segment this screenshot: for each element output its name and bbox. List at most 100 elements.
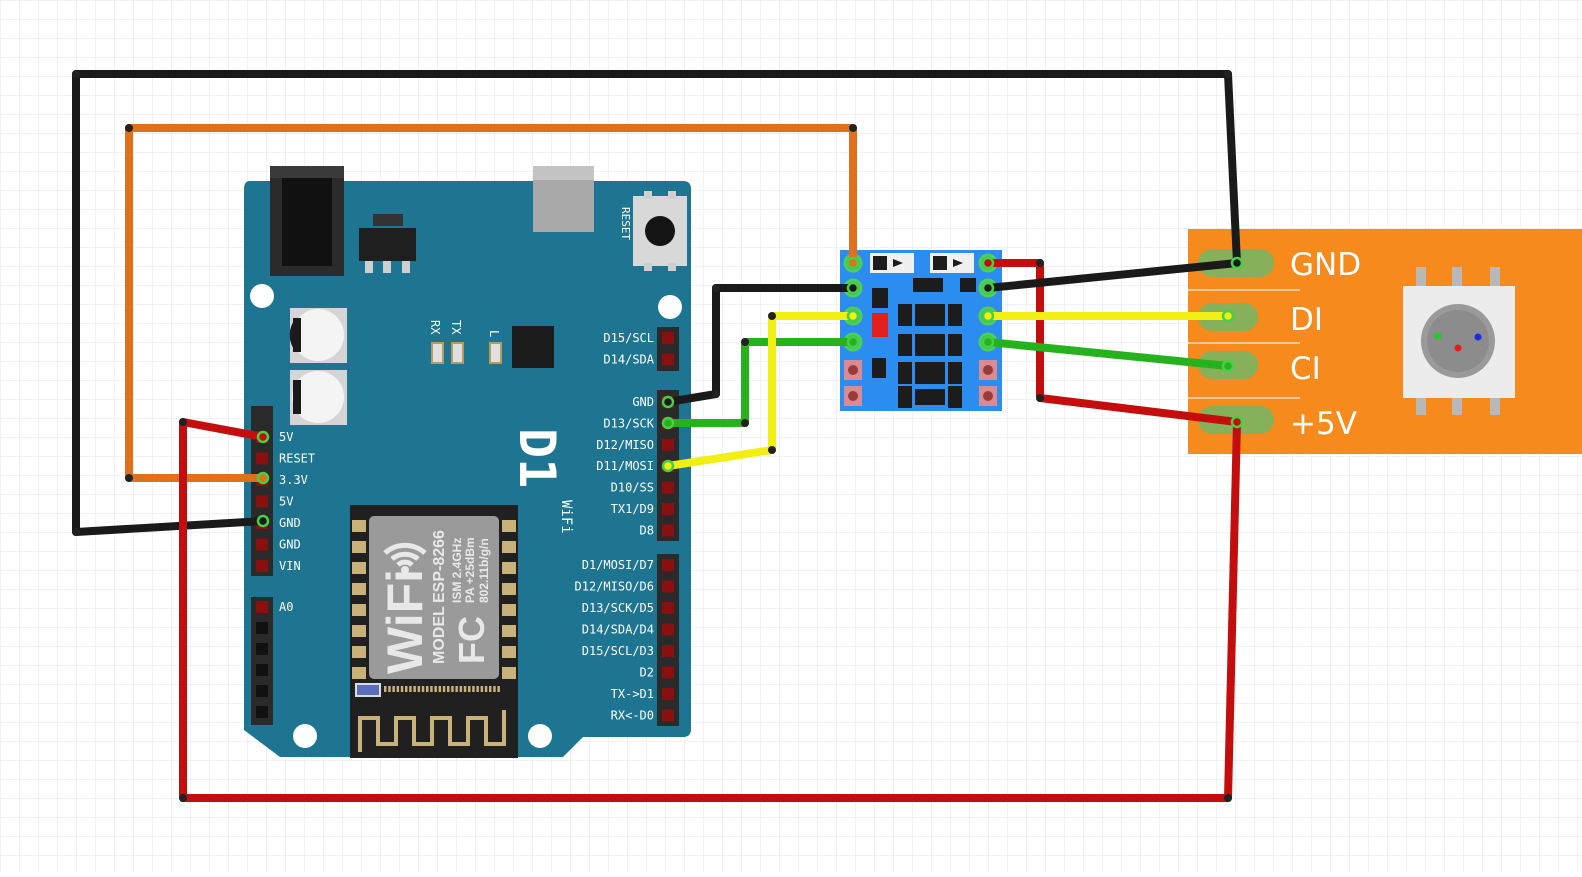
pin-a0[interactable] <box>256 601 268 613</box>
connection-point[interactable] <box>846 256 860 270</box>
pin-d14-sda-d4[interactable] <box>662 623 674 636</box>
wire-bend-point[interactable] <box>125 124 133 132</box>
wire-bend-point[interactable] <box>1224 70 1232 78</box>
connection-point[interactable] <box>1221 359 1235 373</box>
smd-component <box>872 288 888 308</box>
connection-point[interactable] <box>981 335 995 349</box>
module-pad <box>476 686 479 692</box>
status-leds <box>431 342 502 364</box>
module-pad <box>438 686 442 692</box>
wire-bend-point[interactable] <box>741 338 749 346</box>
wire-bend-point[interactable] <box>179 794 187 802</box>
wire-bend-point[interactable] <box>1036 394 1044 402</box>
connection-point[interactable] <box>661 395 675 409</box>
pin-label-3-3v: 3.3V <box>279 473 308 487</box>
module-led <box>355 683 381 697</box>
connection-point[interactable] <box>981 309 995 323</box>
connection-point[interactable] <box>846 309 860 323</box>
module-pad <box>502 562 516 574</box>
connection-point[interactable] <box>661 416 675 430</box>
pin-label-5v: 5V <box>279 495 293 509</box>
wire-green-sck[interactable] <box>664 338 857 427</box>
smd-component <box>915 304 945 326</box>
pin-vin-left[interactable] <box>256 560 268 572</box>
pin-analog-slot[interactable] <box>256 685 268 697</box>
module-pad <box>493 686 496 692</box>
connection-point[interactable] <box>256 471 270 485</box>
pin-d14-sda[interactable] <box>662 353 674 366</box>
connection-point[interactable] <box>846 281 860 295</box>
pin-d2[interactable] <box>662 666 674 679</box>
smd-component <box>948 304 962 326</box>
wire-bend-point[interactable] <box>179 418 187 426</box>
wire-black-shifter-gnd[interactable] <box>664 284 857 406</box>
module-pad <box>400 686 404 692</box>
module-pad <box>472 686 475 692</box>
connection-point[interactable] <box>1221 309 1235 323</box>
smd-component <box>872 358 886 378</box>
wire-bend-point[interactable] <box>712 390 720 398</box>
wire-bend-point[interactable] <box>1224 794 1232 802</box>
module-wifi-label: WiFi <box>377 569 433 674</box>
wire-bend-point[interactable] <box>768 312 776 320</box>
pin-analog-slot[interactable] <box>256 706 268 718</box>
pin-label-tx-d1: TX->D1 <box>611 687 654 701</box>
pin-analog-slot[interactable] <box>256 664 268 676</box>
connection-point[interactable] <box>846 335 860 349</box>
connection-point[interactable] <box>256 514 270 528</box>
wire-bend-point[interactable] <box>125 474 133 482</box>
pin-rx-d0[interactable] <box>662 709 674 722</box>
pin-d15-scl[interactable] <box>662 332 674 344</box>
pin-reset-left[interactable] <box>256 452 268 465</box>
shifter-pads-left <box>844 360 862 406</box>
pin-analog-slot[interactable] <box>256 622 268 634</box>
module-pad <box>455 686 458 692</box>
wire-bend-point[interactable] <box>1036 259 1044 267</box>
module-pad <box>352 583 366 595</box>
pin-tx1-d9[interactable] <box>662 503 674 515</box>
pin-label-reset: RESET <box>279 452 315 466</box>
module-chip: ESP-8266 <box>431 530 448 603</box>
pin-gnd-left[interactable] <box>256 538 268 551</box>
pin-d10-ss[interactable] <box>662 481 674 494</box>
pin-d13-sck-d5[interactable] <box>662 602 674 614</box>
wire-green-ci[interactable] <box>984 338 1232 370</box>
connection-point[interactable] <box>256 430 270 444</box>
pin-d15-scl-d3[interactable] <box>662 645 674 657</box>
pin-d8[interactable] <box>662 524 674 537</box>
pin-label-d13-sck-d5: D13/SCK/D5 <box>582 601 654 615</box>
connection-point[interactable] <box>661 459 675 473</box>
module-pad <box>388 686 391 692</box>
pin-analog-slot[interactable] <box>256 643 268 655</box>
smd-component <box>948 386 962 408</box>
pin-d12-miso[interactable] <box>662 438 674 451</box>
pin-5v-left[interactable] <box>256 495 268 508</box>
wire-red-shifter-hv[interactable] <box>984 259 1241 426</box>
wire-bend-point[interactable] <box>72 528 80 536</box>
connection-point[interactable] <box>981 256 995 270</box>
connection-point[interactable] <box>1230 415 1244 429</box>
connection-point[interactable] <box>981 281 995 295</box>
pin-d12-miso-d6[interactable] <box>662 580 674 593</box>
wire-bend-point[interactable] <box>712 284 720 292</box>
wire-bend-point[interactable] <box>72 70 80 78</box>
reset-button[interactable] <box>633 191 687 271</box>
wire-bend-point[interactable] <box>768 446 776 454</box>
smd-component <box>913 278 943 292</box>
led-label-l: L <box>487 330 501 337</box>
pin-label-d1-mosi-d7: D1/MOSI/D7 <box>582 558 654 572</box>
pin-d1-mosi-d7[interactable] <box>662 559 674 571</box>
module-pad <box>489 686 492 692</box>
pin-label-5v: 5V <box>279 430 293 444</box>
module-pad <box>502 646 516 658</box>
wire-bend-point[interactable] <box>849 124 857 132</box>
module-pad <box>430 686 433 692</box>
pin-tx-d1[interactable] <box>662 688 674 700</box>
module-model: MODEL <box>431 606 448 664</box>
wire-bend-point[interactable] <box>741 419 749 427</box>
wire-black-shifter-strip[interactable] <box>984 259 1241 292</box>
connection-point[interactable] <box>1230 256 1244 270</box>
strip-label-ci: CI <box>1290 351 1321 387</box>
wire-yellow-mosi[interactable] <box>664 312 857 470</box>
